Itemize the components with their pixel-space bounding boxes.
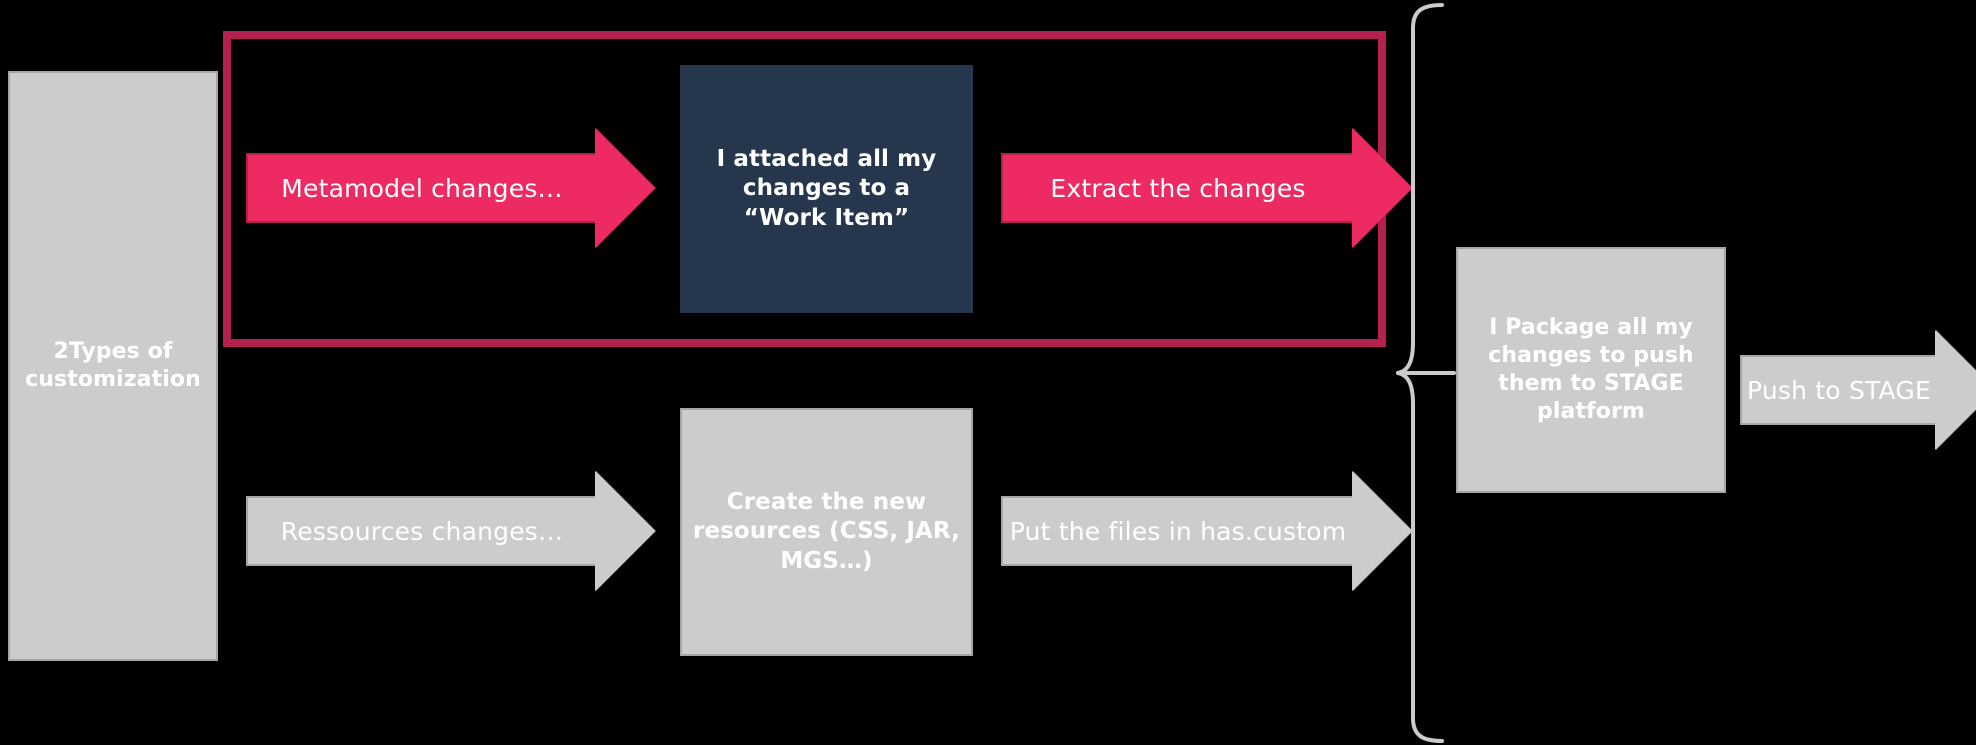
step-box-create-resources[interactable]: Create the new resources (CSS, JAR, MGS……	[680, 408, 973, 656]
package-box-push-to-stage-platform[interactable]: I Package all my changes to push them to…	[1456, 247, 1726, 493]
step-box-work-item[interactable]: I attached all my changes to a “Work Ite…	[680, 65, 973, 313]
step-box-work-item-label: I attached all my changes to a “Work Ite…	[716, 146, 937, 231]
source-box-types-of-customization[interactable]: 2Types of customization	[8, 71, 218, 661]
source-box-label: 2Types of customization	[25, 339, 201, 392]
step-box-create-resources-label: Create the new resources (CSS, JAR, MGS……	[693, 489, 960, 574]
arrow-ressources-changes-label: Ressources changes…	[280, 516, 564, 546]
arrow-metamodel-changes-label: Metamodel changes…	[281, 173, 563, 203]
arrow-push-to-stage-label: Push to STAGE	[1747, 375, 1931, 405]
arrow-extract-the-changes[interactable]: Extract the changes	[1001, 128, 1412, 248]
arrow-put-files-has-custom[interactable]: Put the files in has.custom	[1001, 471, 1412, 591]
arrow-ressources-changes[interactable]: Ressources changes…	[246, 471, 655, 591]
package-box-label: I Package all my changes to push them to…	[1488, 315, 1694, 424]
arrow-extract-the-changes-label: Extract the changes	[1050, 173, 1306, 203]
grouping-curly-brace	[1396, 3, 1456, 743]
arrow-metamodel-changes[interactable]: Metamodel changes…	[246, 128, 655, 248]
arrow-put-files-has-custom-label: Put the files in has.custom	[1009, 516, 1347, 546]
arrow-push-to-stage[interactable]: Push to STAGE	[1740, 330, 1976, 450]
